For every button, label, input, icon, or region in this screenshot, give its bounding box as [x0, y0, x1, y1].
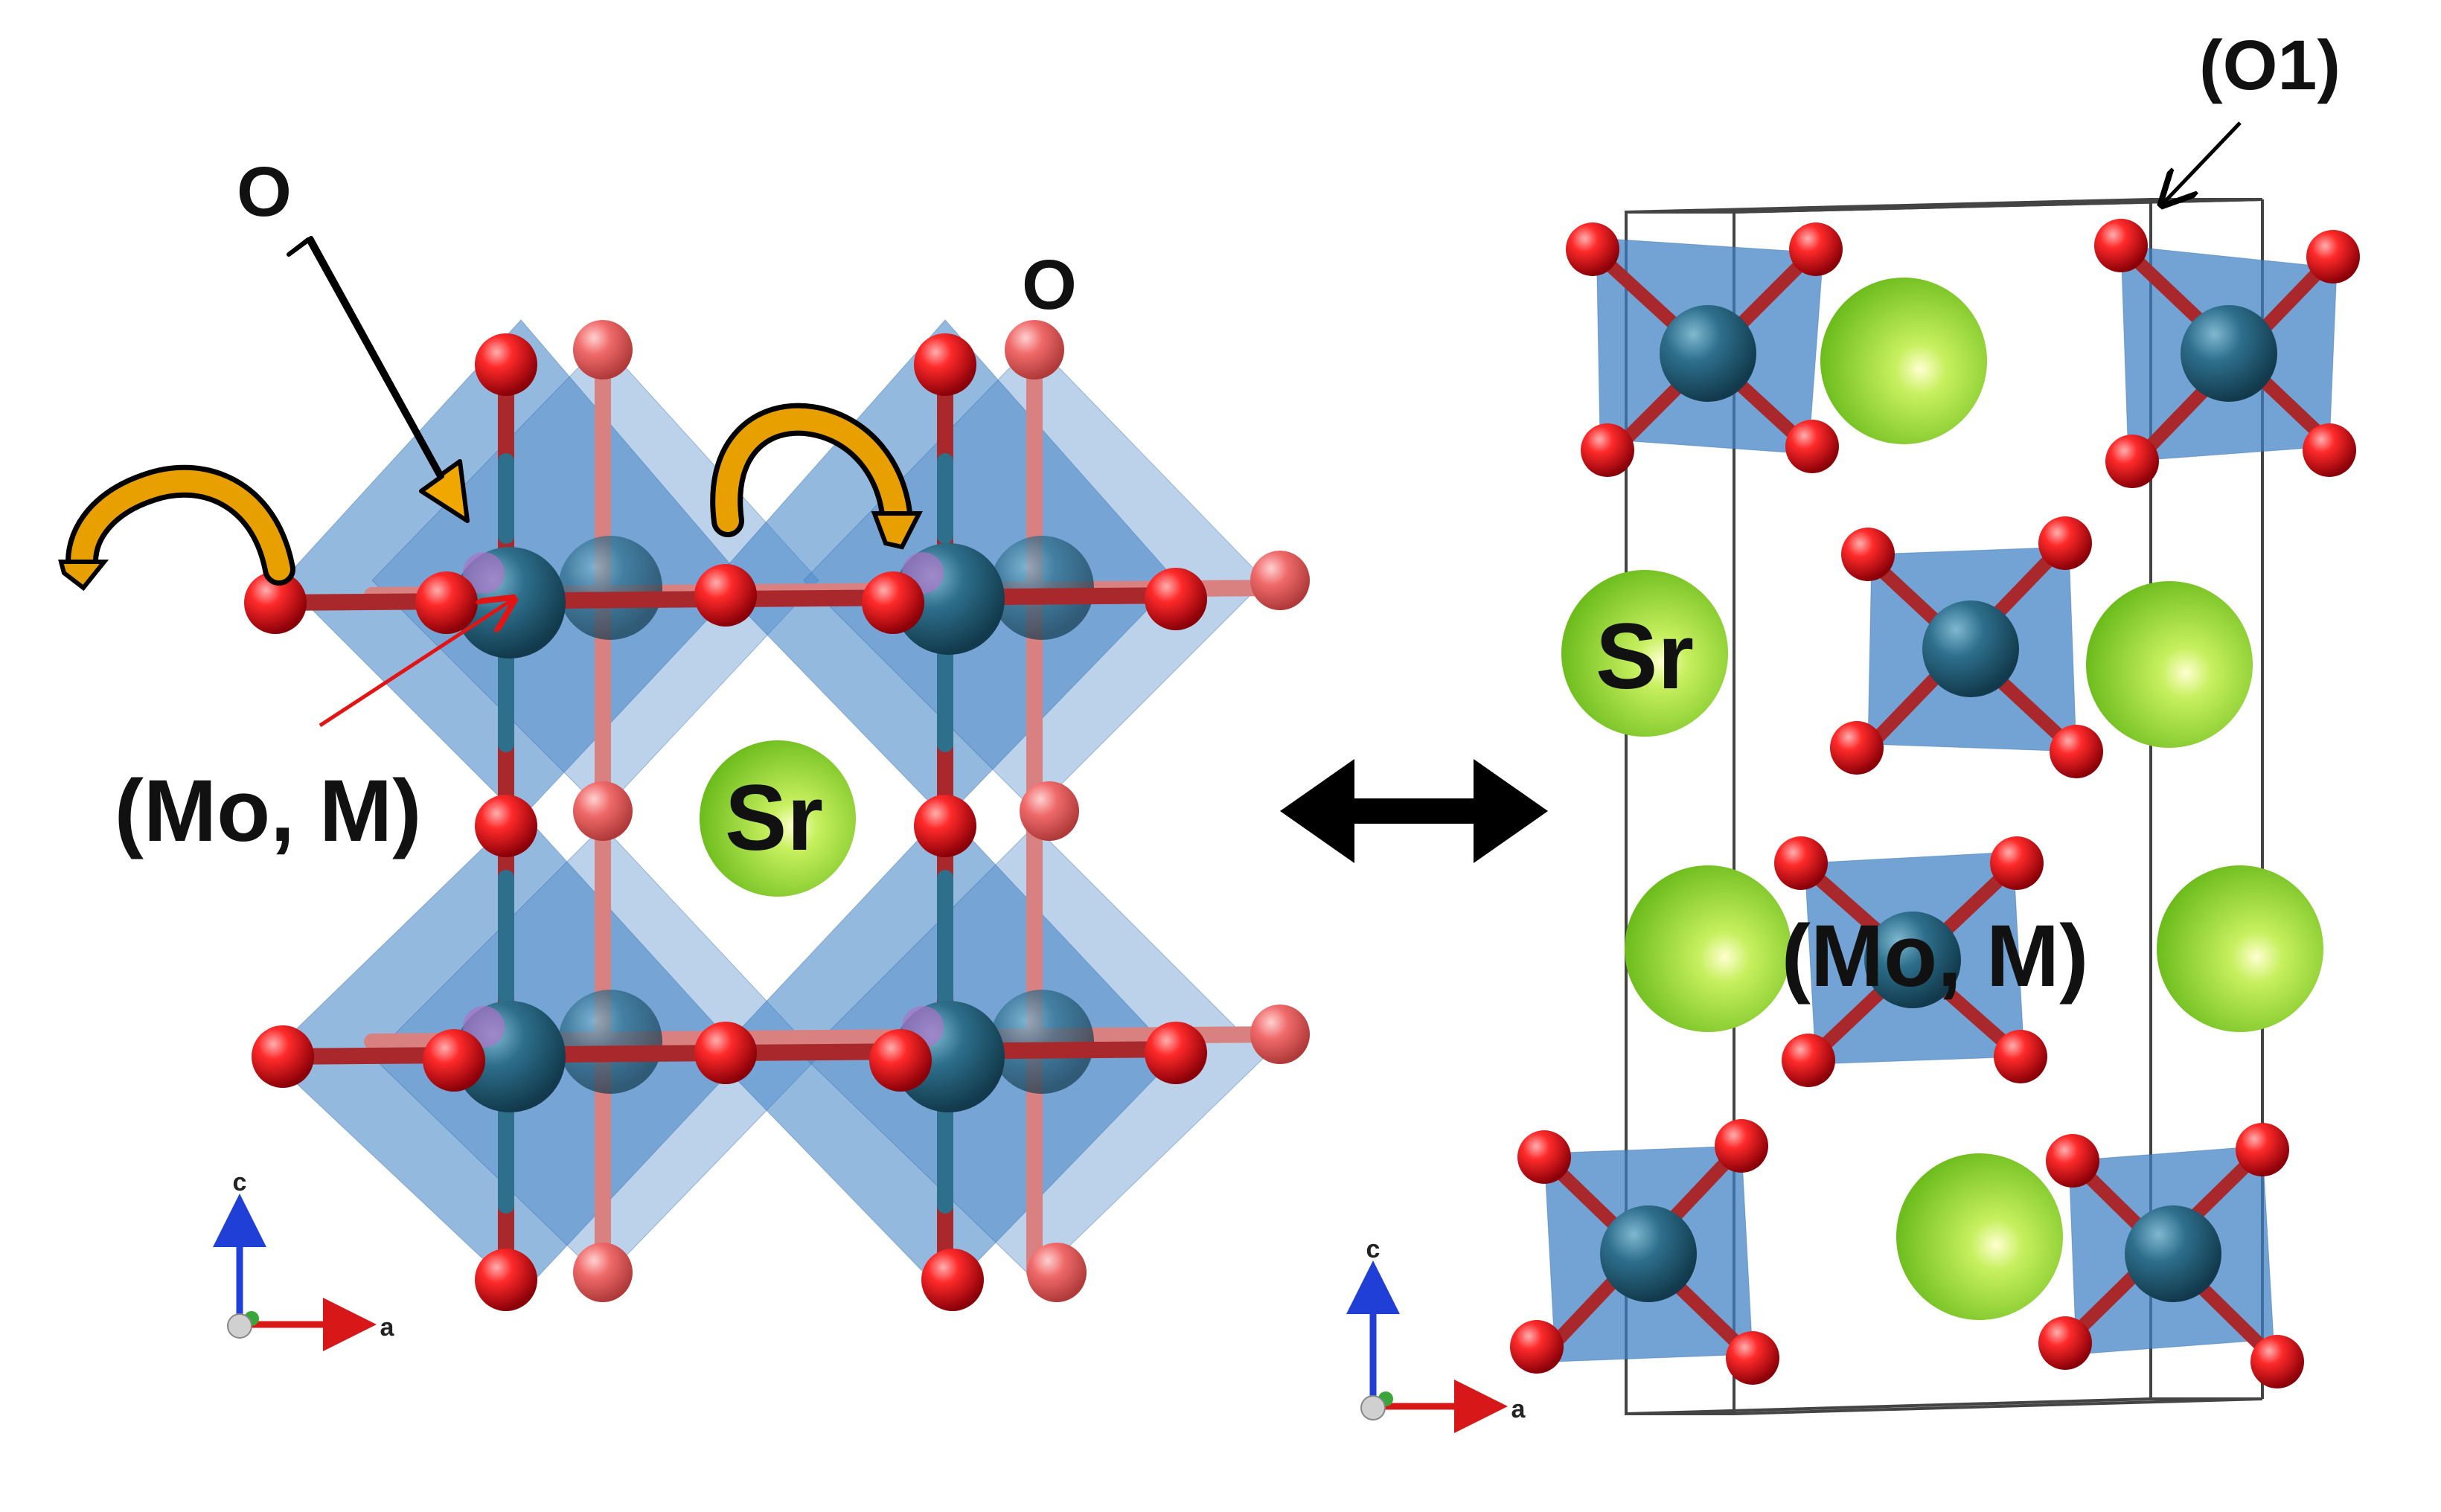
strontium-atom	[2157, 865, 2323, 1032]
oxygen-atom	[475, 1249, 537, 1311]
oxygen-atom	[1789, 222, 1843, 276]
metal-atom	[1922, 600, 2019, 697]
oxygen-atom	[2303, 423, 2356, 477]
perovskite-view-left: Sr O O (Mo, M) c a	[58, 153, 1310, 1351]
metal-atom	[2125, 1205, 2221, 1302]
metal-atom	[990, 990, 1094, 1094]
metal-atom	[1660, 305, 1756, 402]
oxygen-atom	[573, 320, 633, 379]
front-oxygens	[244, 333, 1207, 1311]
oxygen-atom	[1145, 568, 1207, 630]
oxygen-atom	[2038, 1316, 2092, 1370]
oxygen-atom	[244, 571, 307, 634]
equivalence-double-arrow	[1280, 759, 1548, 863]
oxygen-atom	[1774, 836, 1828, 890]
metal-atom	[558, 536, 662, 640]
oxygen-atom	[1830, 721, 1884, 775]
metal-atom	[558, 990, 662, 1094]
metal-atom	[2181, 305, 2277, 402]
oxygen-atom	[1782, 1034, 1835, 1087]
oxygen-atom	[1250, 551, 1310, 610]
strontium-atom	[1625, 865, 1791, 1032]
oxygen-atom	[2306, 230, 2360, 284]
octahedral-tilt-arrow	[287, 236, 470, 523]
oxygen-atom	[1581, 423, 1634, 477]
strontium-atom	[1820, 278, 1987, 444]
site-label-left: (Mo, M)	[115, 762, 422, 860]
oxygen-atom	[2236, 1123, 2289, 1176]
axis-c-label: c	[1366, 1235, 1381, 1263]
oxygen-atom	[869, 1029, 932, 1092]
oxygen-atom	[694, 564, 757, 627]
axes-indicator-left: c a	[213, 1168, 395, 1351]
sr-label-right: Sr	[1596, 605, 1694, 708]
axis-a-label: a	[380, 1313, 395, 1342]
oxygen-atom	[1020, 781, 1079, 841]
axis-c-label: c	[233, 1168, 247, 1197]
oxygen-atom	[1566, 222, 1619, 276]
oxygen-atom	[914, 795, 976, 857]
oxygen-atom	[921, 1249, 984, 1311]
oxygen-atom	[573, 1243, 633, 1302]
oxygen-atom	[1005, 320, 1064, 379]
oxygen-atom	[252, 1025, 314, 1088]
oxygen-atom	[1785, 420, 1839, 473]
sr-label-left: Sr	[725, 766, 823, 870]
right-oxygen-atoms	[1510, 219, 2360, 1388]
oxygen-atom	[1250, 1005, 1310, 1064]
oxygen-atom	[2250, 1335, 2304, 1388]
right-strontium-atoms	[1561, 278, 2323, 1320]
oxygen-atom	[475, 795, 537, 857]
o-label-right: O	[1022, 246, 1077, 324]
oxygen-atom	[1510, 1320, 1564, 1374]
oxygen-atom	[2094, 219, 2148, 272]
oxygen-atom	[2038, 516, 2092, 570]
oxygen-atom	[1994, 1030, 2047, 1083]
oxygen-atom	[1145, 1022, 1207, 1084]
oxygen-atom	[694, 1022, 757, 1084]
oxygen-atom	[1715, 1119, 1768, 1173]
metal-atom	[1864, 912, 1961, 1008]
rotation-arrow-left	[58, 464, 295, 592]
oxygen-atom	[1726, 1331, 1779, 1385]
axis-a-label: a	[1511, 1395, 1526, 1423]
metal-atom	[1600, 1205, 1697, 1302]
o-label-top: O	[237, 153, 292, 231]
back-oxygens	[558, 320, 1310, 1302]
axes-indicator-right: c a	[1346, 1235, 1526, 1433]
strontium-atom	[700, 740, 856, 897]
oxygen-atom	[1990, 836, 2044, 890]
site-pointer-arrow	[319, 599, 514, 728]
oxygen-atom	[2046, 1134, 2099, 1188]
oxygen-atom	[862, 571, 924, 634]
unit-cell-view-right: Sr (Mo, M) (O1) c a	[1346, 26, 2360, 1433]
oxygen-atom	[1027, 1243, 1087, 1302]
oxygen-atom	[914, 333, 976, 396]
oxygen-atom	[475, 333, 537, 396]
strontium-atom	[2086, 581, 2253, 748]
oxygen-atom	[423, 1029, 485, 1092]
o1-label: (O1)	[2199, 26, 2341, 105]
metal-atom	[990, 536, 1094, 640]
oxygen-atom	[2050, 725, 2103, 778]
right-metal-atoms	[1600, 305, 2277, 1302]
dopant-site-highlight	[463, 552, 505, 594]
strontium-atom	[1896, 1153, 2063, 1320]
oxygen-atom	[2105, 435, 2159, 488]
oxygen-atom	[1517, 1130, 1571, 1184]
oxygen-atom	[415, 571, 478, 634]
rotation-arrow-right	[710, 403, 923, 550]
oxygen-atom	[573, 781, 633, 841]
o1-pointer-arrow	[2162, 121, 2242, 205]
oxygen-atom	[1841, 528, 1895, 581]
site-label-right: (Mo, M)	[1782, 907, 2089, 1005]
strontium-atom	[1561, 570, 1728, 737]
